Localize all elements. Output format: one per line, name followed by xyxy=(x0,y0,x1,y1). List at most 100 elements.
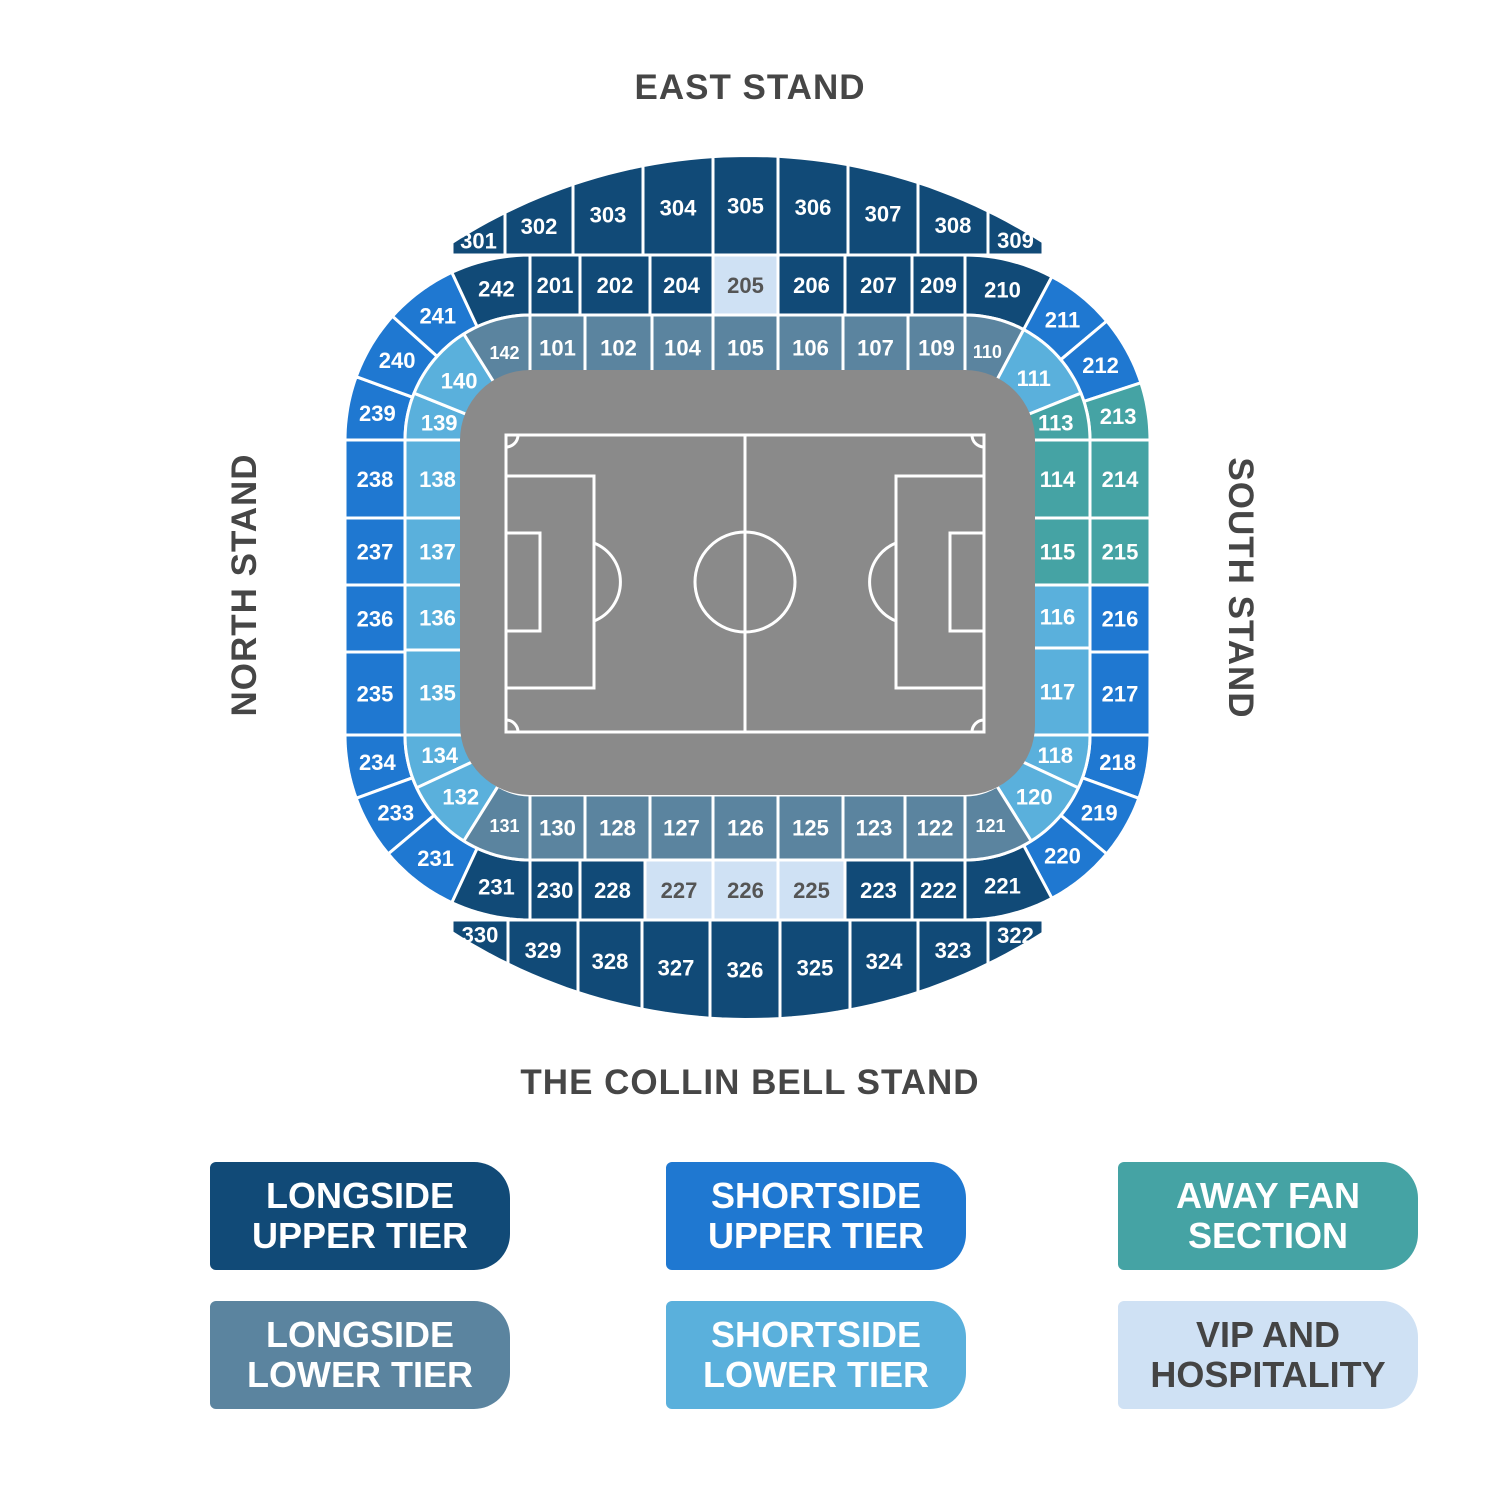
section-117[interactable]: 117 xyxy=(1023,646,1092,737)
section-136[interactable]: 136 xyxy=(403,583,472,652)
section-label: 136 xyxy=(419,606,456,631)
section-231[interactable]: 231 xyxy=(386,813,479,905)
section-307[interactable]: 307 xyxy=(846,163,920,257)
section-label: 327 xyxy=(658,955,695,980)
section-236[interactable]: 236 xyxy=(343,583,407,654)
section-label: 329 xyxy=(525,938,562,963)
section-shape[interactable] xyxy=(986,918,1045,966)
legend-label: SHORTSIDE xyxy=(710,1314,922,1355)
section-label: 204 xyxy=(663,273,700,298)
section-216[interactable]: 216 xyxy=(1088,583,1152,654)
left-penalty-arc xyxy=(593,541,622,623)
section-303[interactable]: 303 xyxy=(571,164,645,257)
section-135[interactable]: 135 xyxy=(403,648,472,737)
section-329[interactable]: 329 xyxy=(506,918,580,994)
section-304[interactable]: 304 xyxy=(641,155,715,257)
section-139[interactable]: 139 xyxy=(403,391,476,442)
pitch-surface xyxy=(460,370,1035,795)
section-207[interactable]: 207 xyxy=(843,253,914,317)
section-126[interactable]: 126 xyxy=(711,793,780,862)
section-label: 230 xyxy=(537,878,574,903)
section-label: 207 xyxy=(860,273,897,298)
section-label: 303 xyxy=(590,202,627,227)
collin-bell-stand-label: THE COLLIN BELL STAND xyxy=(520,1063,980,1102)
corner-arc xyxy=(505,434,520,449)
section-223[interactable]: 223 xyxy=(843,858,914,922)
section-128[interactable]: 128 xyxy=(583,793,652,862)
section-label: 301 xyxy=(460,229,497,254)
section-138[interactable]: 138 xyxy=(403,438,472,520)
section-235[interactable]: 235 xyxy=(343,650,407,737)
section-309[interactable]: 309 xyxy=(986,209,1045,257)
section-301[interactable]: 301 xyxy=(450,210,507,257)
section-123[interactable]: 123 xyxy=(841,793,907,862)
section-label: 114 xyxy=(1040,467,1076,492)
section-222[interactable]: 222 xyxy=(910,858,967,922)
section-206[interactable]: 206 xyxy=(776,253,847,317)
section-226[interactable]: 226 xyxy=(711,858,780,922)
section-130[interactable]: 130 xyxy=(528,793,587,862)
section-label: 105 xyxy=(727,336,764,361)
section-label: 233 xyxy=(377,801,414,826)
section-308[interactable]: 308 xyxy=(916,181,990,257)
section-label: 219 xyxy=(1081,801,1118,826)
section-label: 304 xyxy=(660,195,697,220)
section-label: 231 xyxy=(478,874,515,899)
section-225[interactable]: 225 xyxy=(776,858,847,922)
section-306[interactable]: 306 xyxy=(776,154,850,257)
section-label: 210 xyxy=(984,278,1021,303)
section-label: 101 xyxy=(539,336,576,361)
section-325[interactable]: 325 xyxy=(778,918,852,1021)
section-327[interactable]: 327 xyxy=(640,918,712,1020)
corner-arc xyxy=(970,434,985,449)
section-214[interactable]: 214 xyxy=(1088,438,1152,520)
section-shape[interactable] xyxy=(986,209,1045,257)
section-305[interactable]: 305 xyxy=(711,154,780,257)
section-label: 107 xyxy=(857,336,894,361)
section-107[interactable]: 107 xyxy=(841,313,910,382)
section-205[interactable]: 205 xyxy=(711,253,780,317)
east-stand-label: EAST STAND xyxy=(634,68,866,107)
section-238[interactable]: 238 xyxy=(343,438,407,520)
section-105[interactable]: 105 xyxy=(711,313,780,382)
section-label: 240 xyxy=(379,348,416,373)
section-204[interactable]: 204 xyxy=(648,253,715,317)
section-113[interactable]: 113 xyxy=(1019,391,1092,442)
section-label: 130 xyxy=(539,816,576,841)
section-125[interactable]: 125 xyxy=(776,793,845,862)
section-label: 139 xyxy=(421,410,458,435)
section-label: 326 xyxy=(727,958,764,983)
section-215[interactable]: 215 xyxy=(1088,516,1152,587)
section-220[interactable]: 220 xyxy=(1022,813,1109,900)
section-label: 106 xyxy=(792,336,829,361)
section-328[interactable]: 328 xyxy=(576,918,644,1011)
section-209[interactable]: 209 xyxy=(910,253,967,317)
section-213[interactable]: 213 xyxy=(1082,381,1152,442)
section-326[interactable]: 326 xyxy=(708,918,782,1021)
section-302[interactable]: 302 xyxy=(503,182,575,257)
section-201[interactable]: 201 xyxy=(528,253,582,317)
right-goal-area xyxy=(948,531,986,633)
section-323[interactable]: 323 xyxy=(916,918,990,994)
section-122[interactable]: 122 xyxy=(903,793,967,862)
section-label: 328 xyxy=(592,949,629,974)
section-228[interactable]: 228 xyxy=(578,858,647,922)
corner-arc xyxy=(505,718,520,733)
section-322[interactable]: 322 xyxy=(986,918,1045,966)
section-330[interactable]: 330 xyxy=(450,918,510,966)
section-202[interactable]: 202 xyxy=(578,253,652,317)
section-237[interactable]: 237 xyxy=(343,516,407,587)
section-324[interactable]: 324 xyxy=(848,918,920,1012)
section-label: 212 xyxy=(1082,353,1119,378)
section-127[interactable]: 127 xyxy=(648,793,715,862)
section-230[interactable]: 230 xyxy=(528,858,582,922)
section-label: 214 xyxy=(1102,467,1139,492)
section-217[interactable]: 217 xyxy=(1088,650,1152,737)
section-227[interactable]: 227 xyxy=(643,858,715,922)
section-104[interactable]: 104 xyxy=(650,313,715,382)
